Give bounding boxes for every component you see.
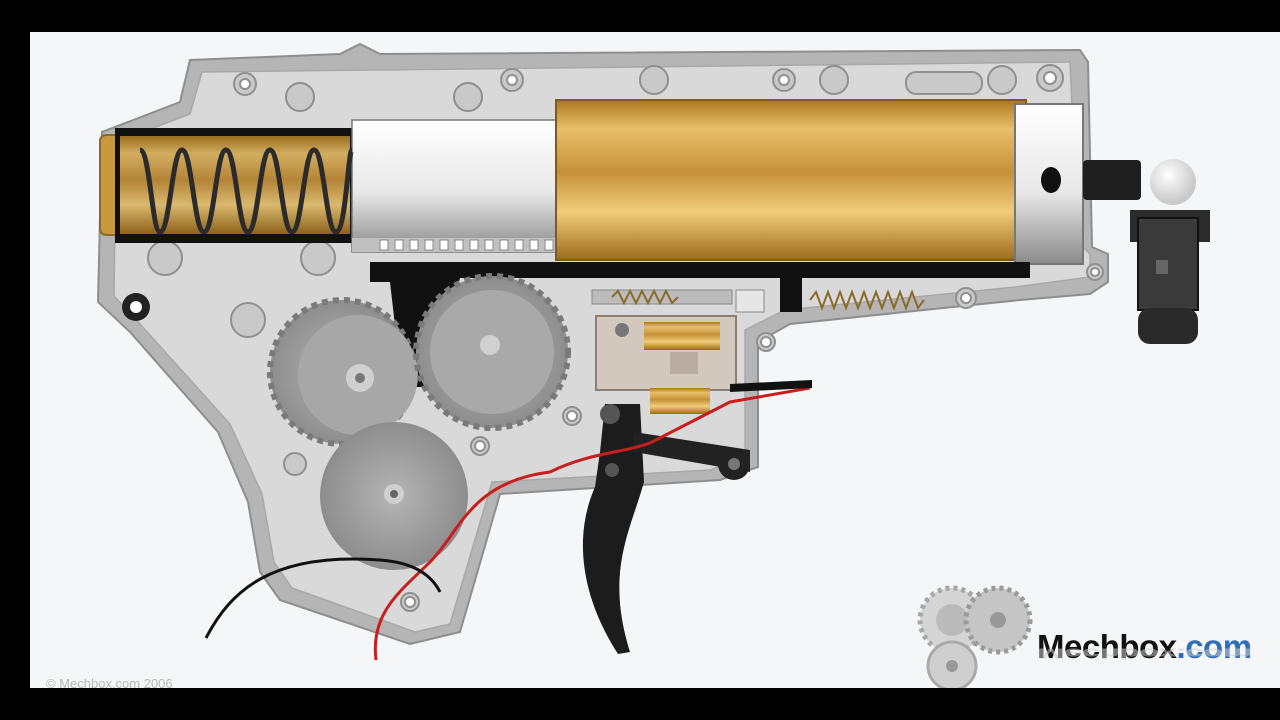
trigger — [582, 404, 750, 654]
bb-pellet — [1150, 159, 1196, 205]
diagram-stage: Mechbox.com Mechbox.com © Mechbox.com 20… — [30, 32, 1280, 688]
brand-name: Mechbox — [1037, 628, 1177, 665]
brand-logo-text: Mechbox.com — [1037, 628, 1252, 666]
brand-reflection: Mechbox.com — [1037, 645, 1252, 662]
spur-gear — [413, 273, 571, 431]
gearbox-diagram — [96, 42, 1210, 688]
cutoff-spring — [809, 289, 925, 311]
copyright-text: © Mechbox.com 2006 — [46, 676, 173, 688]
screw-holes — [147, 64, 1104, 612]
main-spring — [138, 147, 355, 235]
brand-reflection-name: Mechbox — [1037, 645, 1177, 662]
piston-rail — [370, 262, 1030, 387]
black-wire — [204, 557, 442, 639]
brand-reflection-tld: .com — [1176, 645, 1252, 662]
sector-gear — [267, 297, 418, 447]
cylinder — [99, 99, 1084, 265]
hop-up-unit — [1130, 210, 1210, 344]
tappet-spring — [611, 288, 679, 306]
logo-gears-icon — [917, 585, 1033, 688]
brand-tld: .com — [1176, 628, 1253, 665]
air-nozzle — [1083, 160, 1141, 200]
piston-teeth — [379, 239, 554, 251]
bevel-gear — [320, 422, 468, 570]
trigger-switch — [595, 315, 737, 414]
red-wire — [373, 386, 811, 661]
